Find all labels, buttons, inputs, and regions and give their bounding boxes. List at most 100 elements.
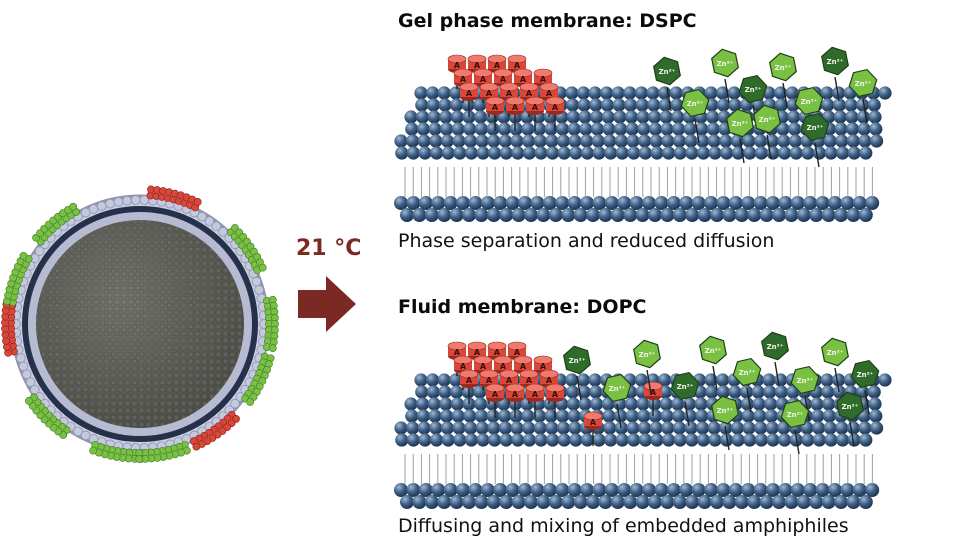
svg-text:Zn²⁺: Zn²⁺ xyxy=(705,347,722,355)
svg-text:A: A xyxy=(590,418,597,427)
green-amphiphile: Zn²⁺ xyxy=(670,371,700,427)
svg-text:A: A xyxy=(500,362,507,371)
svg-text:Zn²⁺: Zn²⁺ xyxy=(732,120,749,128)
green-amphiphile: Zn²⁺ xyxy=(850,359,880,415)
svg-text:A: A xyxy=(546,89,553,98)
vesicle-green-patches xyxy=(3,202,279,463)
svg-text:Zn²⁺: Zn²⁺ xyxy=(801,98,818,106)
vesicle-illustration xyxy=(1,185,279,463)
green-amphiphile: Zn²⁺ xyxy=(563,345,591,401)
svg-text:Zn²⁺: Zn²⁺ xyxy=(759,116,776,124)
svg-text:A: A xyxy=(532,390,539,399)
membrane-lipid-tails xyxy=(404,167,873,197)
red-amphiphile: A xyxy=(485,96,505,131)
svg-text:A: A xyxy=(506,89,513,98)
svg-text:Zn²⁺: Zn²⁺ xyxy=(827,58,844,66)
svg-text:A: A xyxy=(500,75,507,84)
green-amphiphile: Zn²⁺ xyxy=(726,108,754,164)
green-amphiphile: Zn²⁺ xyxy=(653,56,681,112)
green-amphiphile: Zn²⁺ xyxy=(732,357,762,413)
svg-text:Zn²⁺: Zn²⁺ xyxy=(787,411,804,419)
green-amphiphile: Zn²⁺ xyxy=(821,337,849,393)
right-arrow-icon xyxy=(298,276,356,332)
red-amphiphile: A xyxy=(643,381,663,416)
svg-text:A: A xyxy=(474,61,481,70)
green-amphiphile: Zn²⁺ xyxy=(753,104,781,160)
svg-text:Zn²⁺: Zn²⁺ xyxy=(855,80,872,88)
red-amphiphile: A xyxy=(505,96,525,131)
svg-text:A: A xyxy=(546,376,553,385)
svg-text:A: A xyxy=(460,75,467,84)
svg-text:Zn²⁺: Zn²⁺ xyxy=(659,68,676,76)
green-amphiphile: Zn²⁺ xyxy=(761,331,789,387)
membrane-lower-leaflet xyxy=(394,196,880,222)
svg-text:A: A xyxy=(650,388,657,397)
svg-text:A: A xyxy=(506,376,513,385)
svg-text:A: A xyxy=(486,376,493,385)
svg-text:A: A xyxy=(520,75,527,84)
svg-text:Zn²⁺: Zn²⁺ xyxy=(797,377,814,385)
red-amphiphile: A xyxy=(545,96,565,131)
red-amphiphile: A xyxy=(525,96,545,131)
svg-text:Zn²⁺: Zn²⁺ xyxy=(639,351,656,359)
svg-text:A: A xyxy=(512,103,519,112)
svg-text:A: A xyxy=(514,61,521,70)
green-amphiphile-cluster: Zn²⁺ Zn²⁺ Zn²⁺ Zn²⁺ Zn²⁺ Zn²⁺ Zn²⁺ Zn²⁺ Zn²⁺ Zn²⁺… xyxy=(653,46,878,168)
svg-text:A: A xyxy=(526,376,533,385)
svg-text:Zn²⁺: Zn²⁺ xyxy=(687,100,704,108)
svg-text:Zn²⁺: Zn²⁺ xyxy=(775,64,792,72)
green-amphiphile: Zn²⁺ xyxy=(800,112,830,168)
green-amphiphile: Zn²⁺ xyxy=(780,399,810,455)
red-amphiphile: A xyxy=(525,383,545,418)
green-amphiphile: Zn²⁺ xyxy=(711,48,739,104)
svg-text:Zn²⁺: Zn²⁺ xyxy=(767,343,784,351)
panel-heading-gel: Gel phase membrane: DSPC xyxy=(398,10,697,32)
svg-text:Zn²⁺: Zn²⁺ xyxy=(842,403,859,411)
green-amphiphile: Zn²⁺ xyxy=(769,52,797,108)
green-amphiphile: Zn²⁺ xyxy=(699,335,727,391)
svg-text:Zn²⁺: Zn²⁺ xyxy=(717,60,734,68)
panel-caption-gel: Phase separation and reduced diffusion xyxy=(398,230,775,252)
green-amphiphile: Zn²⁺ xyxy=(711,395,739,451)
svg-text:A: A xyxy=(552,390,559,399)
green-amphiphile: Zn²⁺ xyxy=(821,46,849,102)
svg-text:Zn²⁺: Zn²⁺ xyxy=(827,349,844,357)
svg-text:A: A xyxy=(520,362,527,371)
svg-text:Zn²⁺: Zn²⁺ xyxy=(745,86,762,94)
green-amphiphile: Zn²⁺ xyxy=(602,373,632,429)
svg-text:A: A xyxy=(526,89,533,98)
svg-text:Zn²⁺: Zn²⁺ xyxy=(739,369,756,377)
svg-text:A: A xyxy=(494,61,501,70)
svg-text:A: A xyxy=(514,348,521,357)
green-amphiphile: Zn²⁺ xyxy=(790,365,820,421)
red-amphiphile: A xyxy=(583,411,603,446)
svg-text:A: A xyxy=(494,348,501,357)
svg-text:Zn²⁺: Zn²⁺ xyxy=(717,407,734,415)
svg-text:A: A xyxy=(460,362,467,371)
green-amphiphile: Zn²⁺ xyxy=(738,74,768,130)
svg-text:Zn²⁺: Zn²⁺ xyxy=(609,385,626,393)
red-amphiphile: A xyxy=(545,383,565,418)
svg-text:A: A xyxy=(454,61,461,70)
svg-text:A: A xyxy=(454,348,461,357)
green-amphiphile-cluster: Zn²⁺Zn²⁺Zn²⁺Zn²⁺Zn²⁺Zn²⁺Zn²⁺Zn²⁺Zn²⁺Zn²⁺… xyxy=(563,331,880,455)
svg-text:A: A xyxy=(480,362,487,371)
membrane-lower-leaflet xyxy=(394,483,880,509)
svg-text:A: A xyxy=(480,75,487,84)
svg-text:A: A xyxy=(474,348,481,357)
vesicle-red-patches xyxy=(1,185,240,451)
panel-heading-fluid: Fluid membrane: DOPC xyxy=(398,296,647,318)
svg-text:A: A xyxy=(540,362,547,371)
green-amphiphile: Zn²⁺ xyxy=(836,391,864,447)
temperature-label: 21 °C xyxy=(296,236,362,261)
red-amphiphile: A xyxy=(505,383,525,418)
panel-caption-fluid: Diffusing and mixing of embedded amphiph… xyxy=(398,515,849,537)
green-amphiphile: Zn²⁺ xyxy=(680,88,710,144)
red-amphiphile: A xyxy=(459,369,479,404)
red-amphiphile: A xyxy=(485,383,505,418)
svg-text:Zn²⁺: Zn²⁺ xyxy=(677,383,694,391)
